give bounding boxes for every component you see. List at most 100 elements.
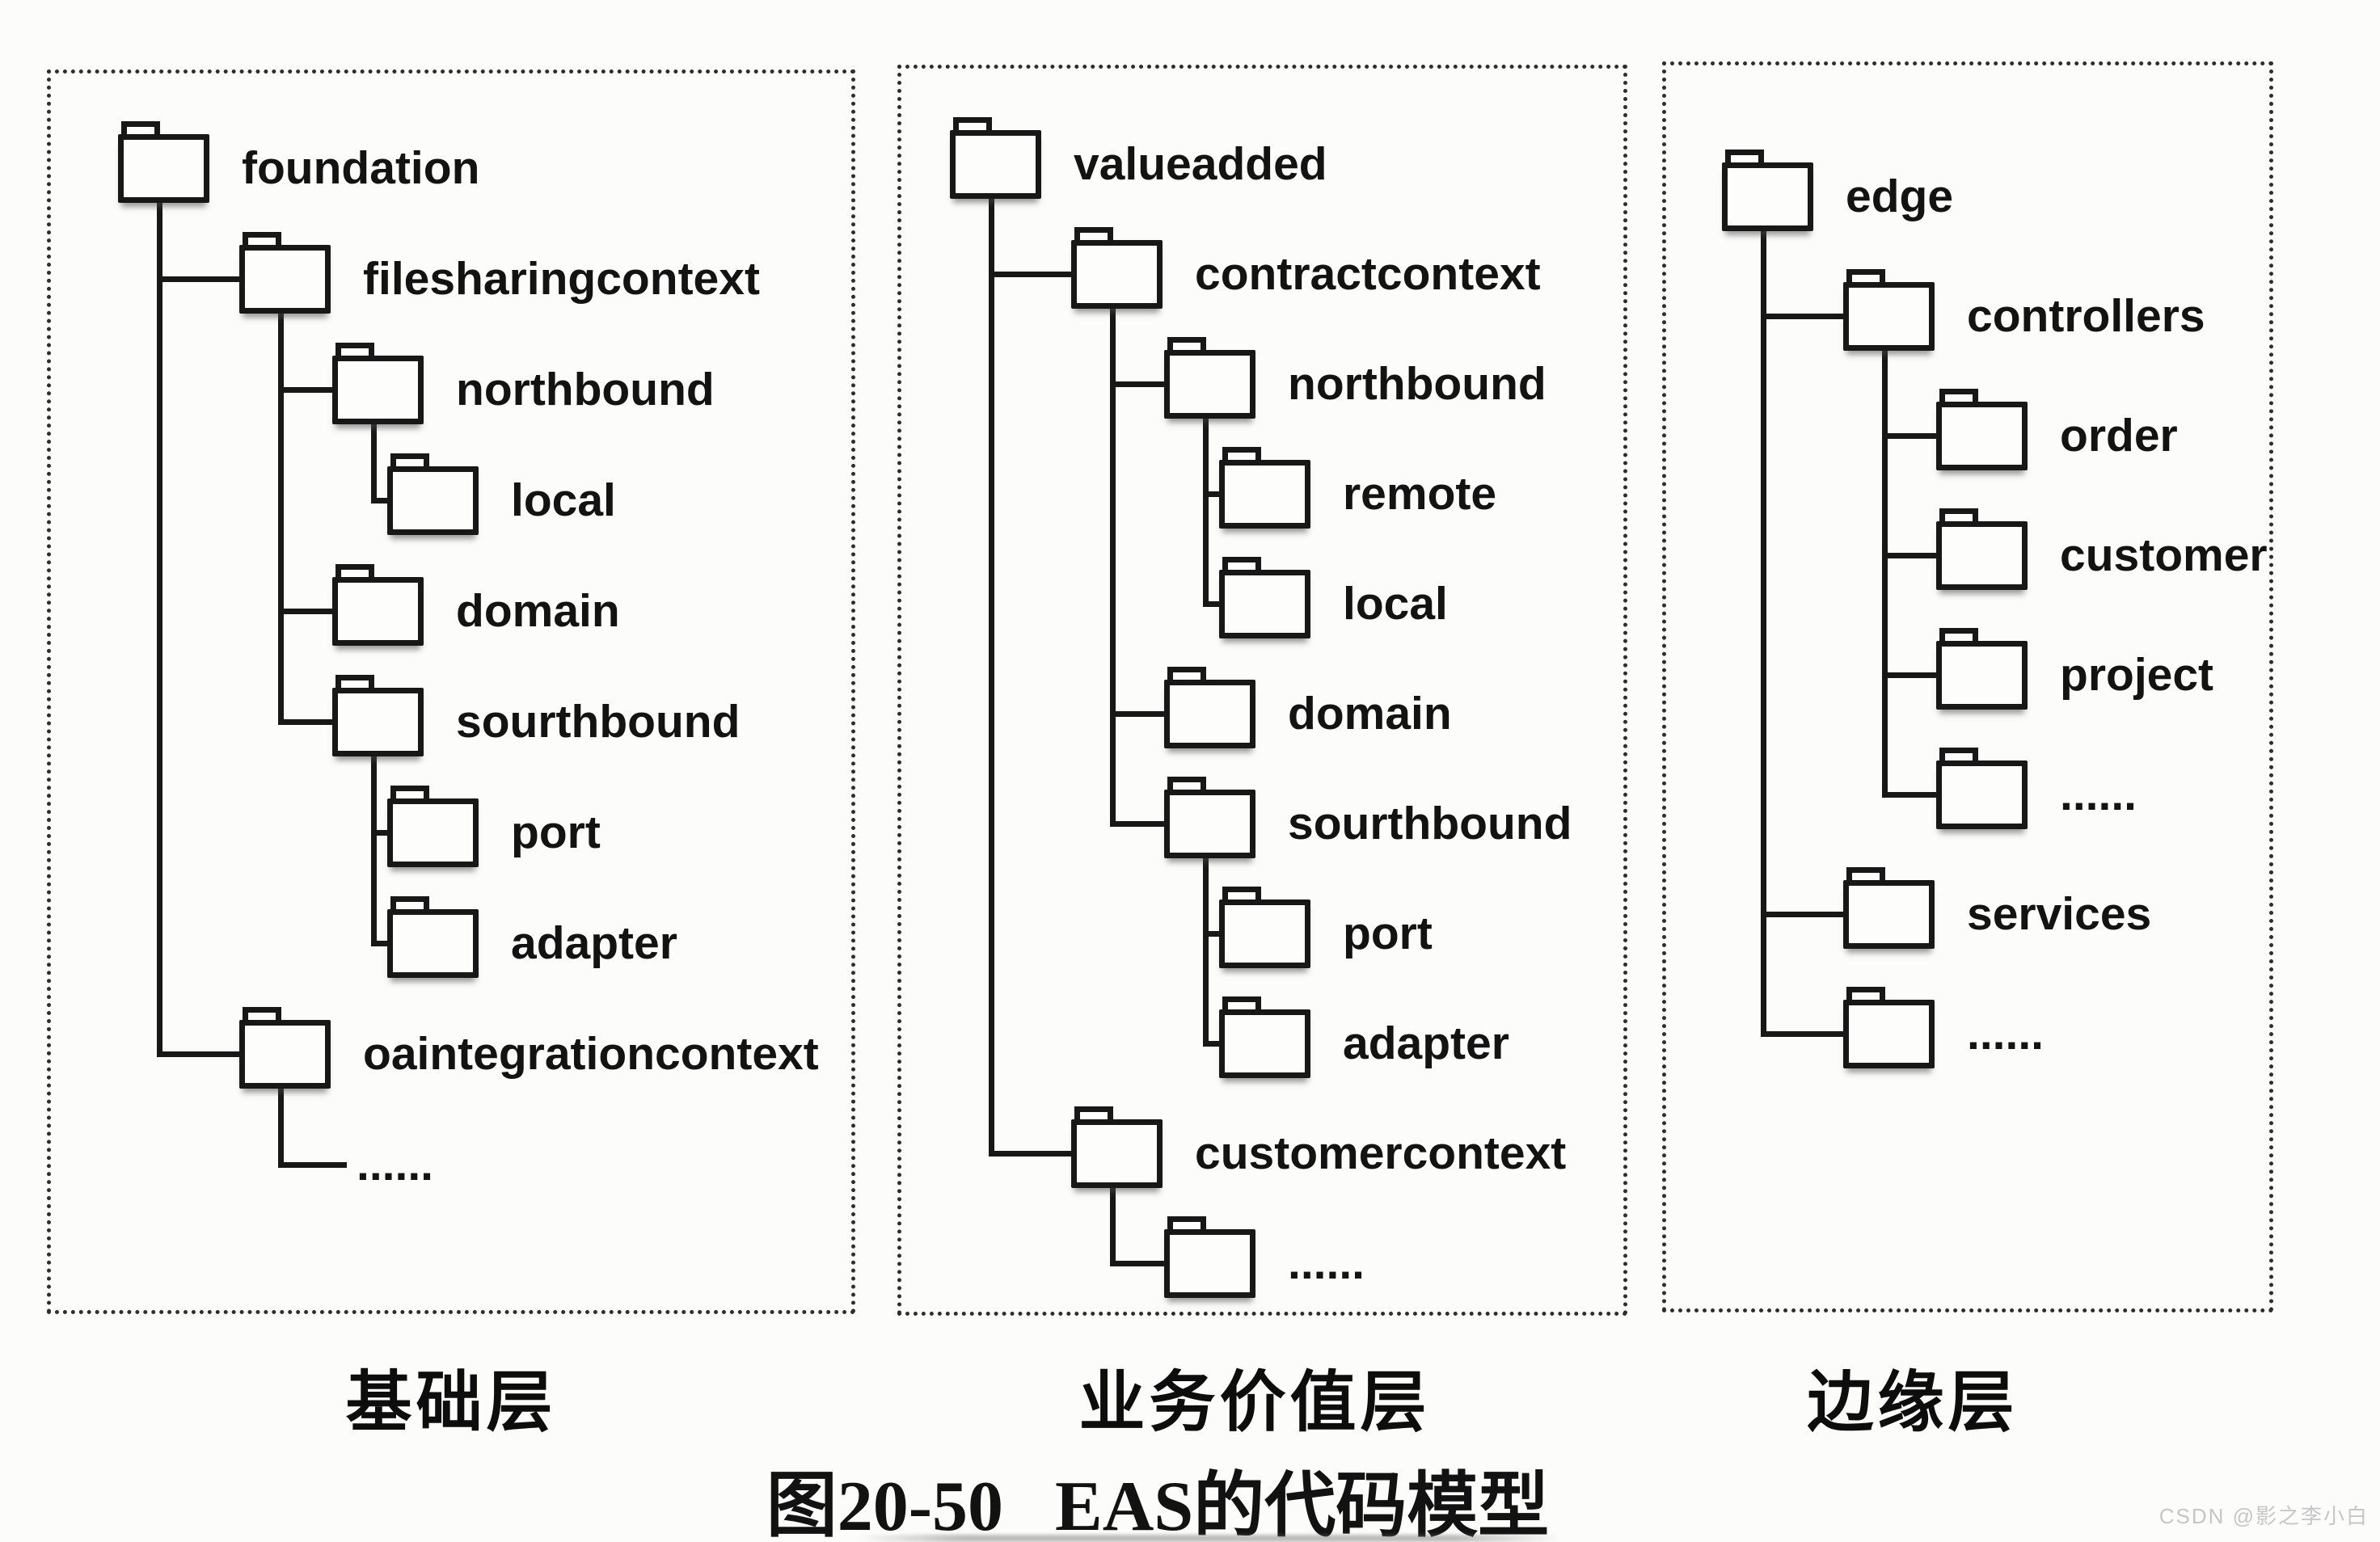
panel-foundation-layer: [47, 70, 855, 1314]
connector-line: [1203, 415, 1209, 604]
folder-icon: [1219, 887, 1310, 968]
connector-line: [1882, 792, 1939, 798]
folder-icon: [239, 232, 331, 314]
connector-line: [989, 272, 1074, 277]
tree-node-label: customercontext: [1195, 1127, 1567, 1179]
tree-node-label: local: [511, 474, 616, 526]
connector-line: [1882, 553, 1939, 558]
connector-line: [157, 200, 162, 1054]
tree-node-label: contractcontext: [1195, 248, 1541, 300]
watermark: CSDN @影之李小白: [2158, 1504, 2369, 1528]
folder-body: [239, 1020, 331, 1089]
panel-caption-edge: 边缘层: [1807, 1366, 2019, 1439]
connector-line: [1110, 1185, 1116, 1263]
connector-line: [1203, 601, 1222, 607]
connector-line: [1110, 1261, 1167, 1266]
tree-node-label: sourthbound: [1288, 798, 1572, 849]
folder-icon: [387, 786, 479, 867]
folder-body: [1936, 521, 2028, 590]
folder-body: [1219, 570, 1310, 638]
folder-body: [1219, 900, 1310, 968]
connector-line: [1110, 711, 1167, 717]
folder-body: [1722, 162, 1813, 231]
panel-caption-foundation: 基础层: [345, 1366, 557, 1439]
connector-line: [1203, 491, 1222, 497]
connector-line: [1203, 931, 1222, 937]
folder-icon: [1936, 508, 2028, 590]
folder-icon: [1843, 269, 1935, 351]
tree-node-label: adapter: [1343, 1017, 1509, 1069]
page-cutoff-artifact: [857, 1535, 1560, 1542]
folder-icon: [1071, 227, 1163, 309]
tree-node-label: controllers: [1967, 290, 2205, 342]
folder-body: [1219, 460, 1310, 529]
folder-icon: [1071, 1106, 1163, 1188]
tree-node-label: filesharingcontext: [363, 253, 760, 305]
tree-node-label: port: [1343, 908, 1433, 959]
connector-line: [278, 719, 335, 725]
folder-body: [1164, 680, 1255, 748]
tree-node-label: edge: [1846, 171, 1954, 222]
connector-line: [989, 196, 994, 1153]
connector-line: [371, 753, 377, 943]
folder-icon: [332, 343, 424, 424]
connector-line: [1110, 305, 1116, 824]
folder-body: [1843, 880, 1935, 949]
folder-icon: [1936, 628, 2028, 710]
connector-line: [1761, 1031, 1846, 1037]
folder-body: [118, 134, 209, 203]
folder-body: [332, 688, 424, 756]
connector-line: [278, 387, 335, 393]
folder-icon: [950, 117, 1041, 199]
folder-body: [950, 130, 1041, 199]
folder-icon: [1164, 777, 1255, 858]
tree-node-label: northbound: [1288, 358, 1547, 410]
connector-line: [1203, 855, 1209, 1043]
folder-icon: [1722, 150, 1813, 231]
folder-icon: [332, 564, 424, 646]
folder-body: [387, 909, 479, 978]
folder-icon: [118, 121, 209, 203]
tree-node-label: ......: [2060, 769, 2137, 820]
folder-icon: [332, 675, 424, 756]
folder-icon: [387, 453, 479, 535]
figure-title: EAS的代码模型: [1055, 1468, 1550, 1542]
tree-node-label: northbound: [456, 364, 715, 415]
tree-node-label: ......: [1288, 1237, 1365, 1289]
folder-icon: [1843, 987, 1935, 1068]
folder-icon: [1936, 389, 2028, 470]
folder-body: [1219, 1009, 1310, 1078]
connector-line: [989, 1151, 1074, 1156]
connector-line: [278, 310, 284, 722]
folder-body: [332, 356, 424, 424]
panel-edge-layer: [1662, 61, 2273, 1312]
connector-line: [278, 609, 335, 614]
connector-line: [1110, 381, 1167, 387]
tree-node-label: project: [2060, 649, 2214, 701]
folder-icon: [239, 1007, 331, 1089]
tree-node-label: sourthbound: [456, 696, 741, 748]
tree-node-label: ......: [1967, 1008, 2045, 1060]
tree-node-label: domain: [456, 585, 620, 637]
folder-body: [1936, 641, 2028, 710]
tree-node-label: remote: [1343, 468, 1497, 520]
connector-line: [1882, 348, 1888, 794]
tree-node-label: foundation: [242, 142, 480, 194]
folder-icon: [387, 896, 479, 978]
connector-line: [157, 1051, 243, 1057]
folder-body: [387, 466, 479, 535]
tree-node-label: adapter: [511, 917, 677, 969]
connector-line: [1761, 314, 1846, 319]
folder-body: [1164, 790, 1255, 858]
folder-body: [1071, 240, 1163, 309]
connector-line: [278, 1085, 284, 1165]
folder-body: [1071, 1119, 1163, 1188]
panel-caption-business-value: 业务价值层: [1078, 1366, 1431, 1439]
folder-body: [1843, 282, 1935, 351]
tree-node-label: local: [1343, 578, 1448, 630]
connector-line: [1110, 821, 1167, 827]
tree-node-label: domain: [1288, 688, 1452, 739]
connector-line: [1761, 912, 1846, 917]
connector-line: [371, 830, 390, 836]
